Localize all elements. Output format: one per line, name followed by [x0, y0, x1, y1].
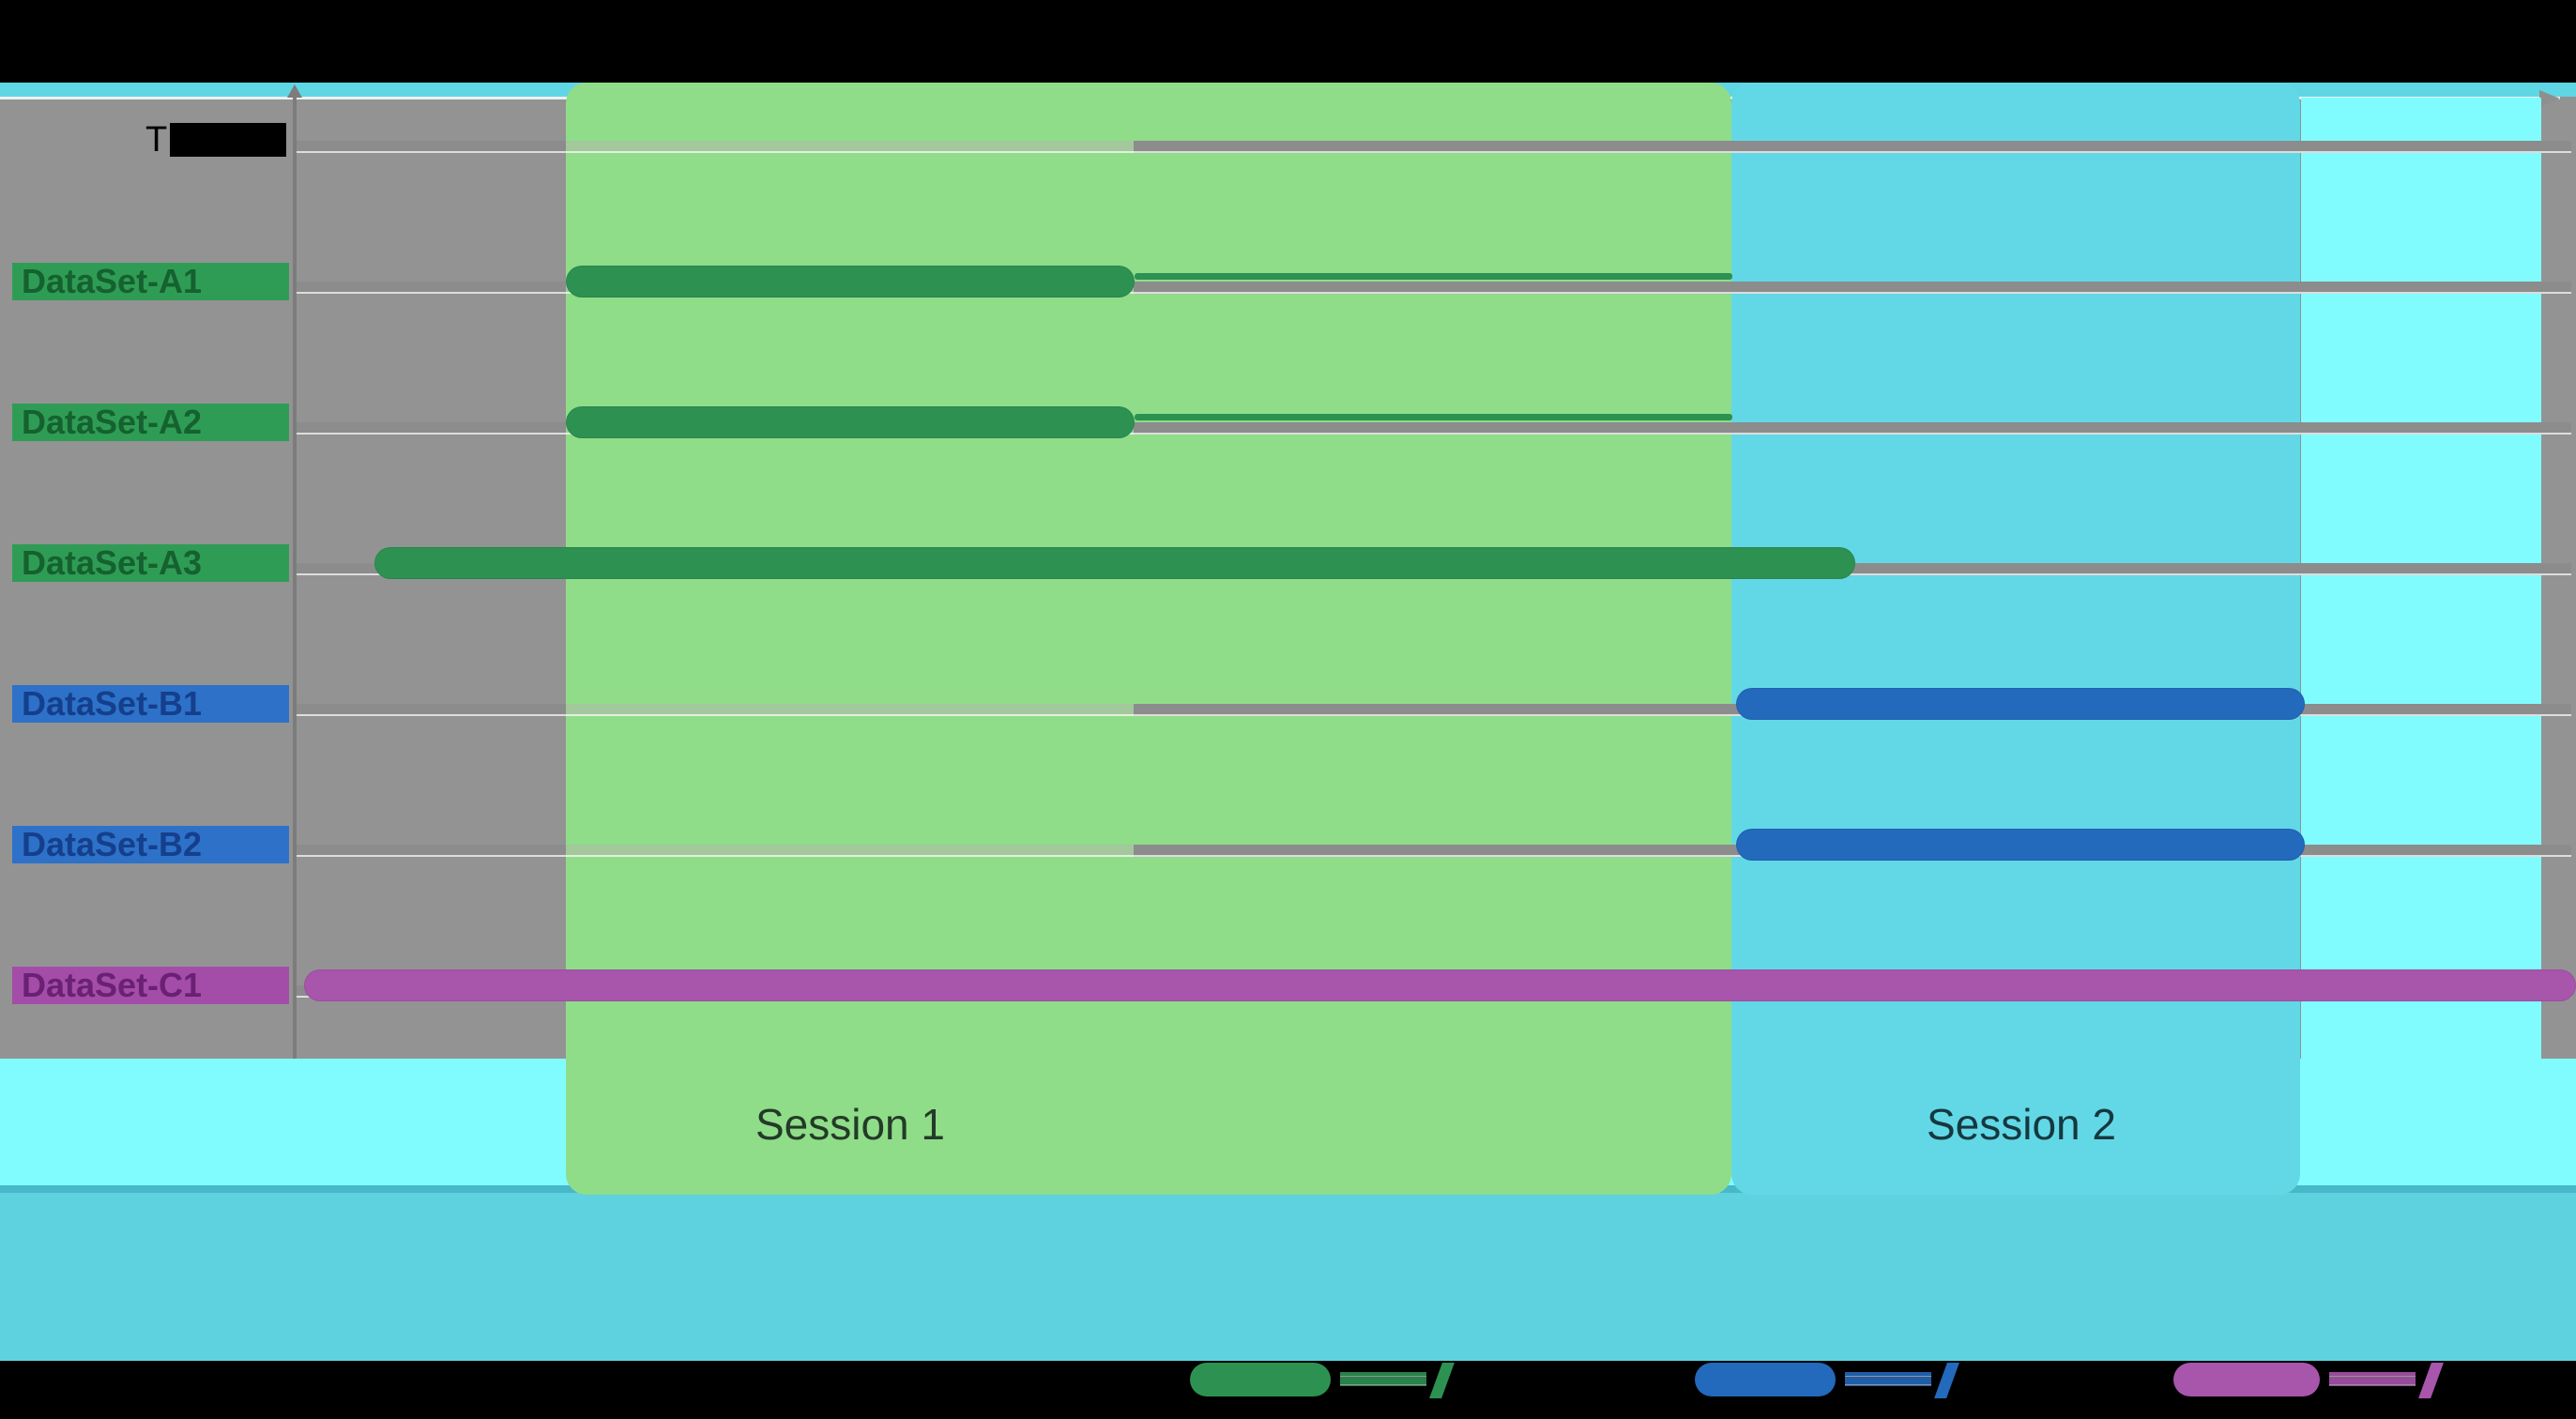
redaction-box — [170, 123, 287, 157]
session1-label: Session 1 — [755, 1100, 946, 1149]
gridline — [566, 141, 1134, 153]
gridline — [295, 704, 566, 716]
gridline — [295, 141, 566, 153]
time-axis-label: T — [145, 120, 287, 160]
legend-text-remnant-c — [2329, 1372, 2416, 1386]
gridline — [1134, 282, 2571, 294]
bar-tail-dataset-a1 — [1134, 273, 1732, 280]
bar-dataset-a2 — [566, 406, 1135, 438]
gridline — [295, 845, 566, 857]
row-label-dataset-b1: DataSet-B1 — [12, 685, 289, 723]
row-label-dataset-a2: DataSet-A2 — [12, 404, 289, 441]
bar-dataset-a1 — [566, 266, 1135, 298]
gridline — [1134, 141, 2571, 153]
session2-label: Session 2 — [1926, 1100, 2117, 1149]
legend-swatch-a — [1190, 1363, 1331, 1396]
gridline — [1134, 422, 2571, 435]
row-label-dataset-a3: DataSet-A3 — [12, 544, 289, 582]
session1-band — [566, 83, 1731, 1195]
legend-swatch-b — [1695, 1363, 1836, 1396]
bar-dataset-c1 — [303, 969, 2576, 1001]
highlight-column — [2301, 98, 2541, 1185]
legend-text-remnant-b — [1845, 1372, 1931, 1386]
category-axis-arrow-icon — [287, 84, 302, 98]
time-axis-arrow-icon — [2539, 90, 2560, 107]
bar-dataset-b2 — [1736, 829, 2305, 861]
category-axis-line — [293, 98, 297, 1059]
bar-tail-dataset-a2 — [1134, 414, 1732, 420]
legend-text-remnant-a — [1340, 1372, 1426, 1386]
row-label-dataset-a1: DataSet-A1 — [12, 263, 289, 300]
gridline — [566, 845, 1134, 857]
gridline — [295, 282, 566, 294]
bar-dataset-a3 — [374, 547, 1855, 579]
row-label-dataset-c1: DataSet-C1 — [12, 967, 289, 1004]
bar-dataset-b1 — [1736, 688, 2305, 720]
time-axis-label-text: T — [145, 120, 168, 160]
bottom-cyan-band — [0, 1193, 2576, 1361]
session2-band — [1731, 83, 2300, 1195]
legend-swatch-c — [2173, 1363, 2320, 1396]
gridline — [566, 704, 1134, 716]
row-label-dataset-b2: DataSet-B2 — [12, 826, 289, 863]
letterbox-top — [0, 0, 2576, 83]
gridline — [295, 422, 566, 435]
